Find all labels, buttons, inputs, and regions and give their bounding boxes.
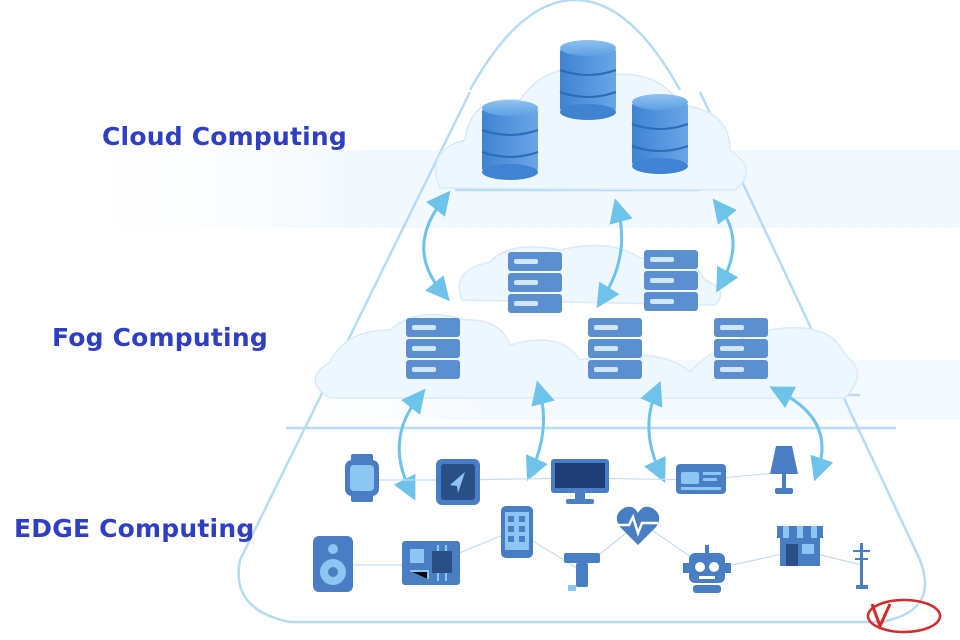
server-icon	[508, 252, 562, 313]
arrow-cloud-fog-right	[712, 198, 739, 293]
database-icon	[559, 40, 617, 120]
server-icon	[644, 250, 698, 311]
robot-icon	[683, 545, 731, 593]
arrow-cloud-fog-middle	[596, 198, 633, 309]
circuit-board-icon	[402, 541, 460, 585]
server-icon	[406, 318, 460, 379]
edge-devices	[313, 446, 870, 593]
database-icon	[481, 100, 539, 180]
heart-rate-icon	[616, 506, 660, 545]
server-icon	[588, 318, 642, 379]
fog-servers	[406, 250, 768, 379]
faucet-icon	[564, 553, 600, 591]
arrow-fog-edge-2	[525, 380, 555, 481]
smartwatch-icon	[345, 454, 379, 502]
tablet-navigation-icon	[436, 459, 480, 505]
antenna-icon	[853, 543, 870, 589]
cloud-databases	[481, 40, 689, 180]
server-icon	[714, 318, 768, 379]
fog-tier-clouds	[314, 244, 859, 399]
arrow-fog-edge-3	[640, 380, 666, 483]
speaker-icon	[313, 536, 353, 592]
lamp-icon	[770, 446, 798, 494]
connection-arrows	[393, 190, 834, 501]
edge-computing-label: EDGE Computing	[14, 514, 255, 543]
arrow-fog-edge-4	[769, 386, 834, 482]
shop-icon	[777, 526, 823, 566]
vpconnex-logo	[866, 598, 942, 634]
database-icon	[631, 94, 689, 174]
id-card-icon	[676, 464, 726, 494]
cloud-computing-label: Cloud Computing	[102, 122, 347, 151]
smartphone-icon	[501, 506, 533, 558]
monitor-icon	[551, 459, 609, 504]
fog-computing-label: Fog Computing	[52, 323, 268, 352]
arrow-cloud-fog-left	[422, 190, 451, 302]
